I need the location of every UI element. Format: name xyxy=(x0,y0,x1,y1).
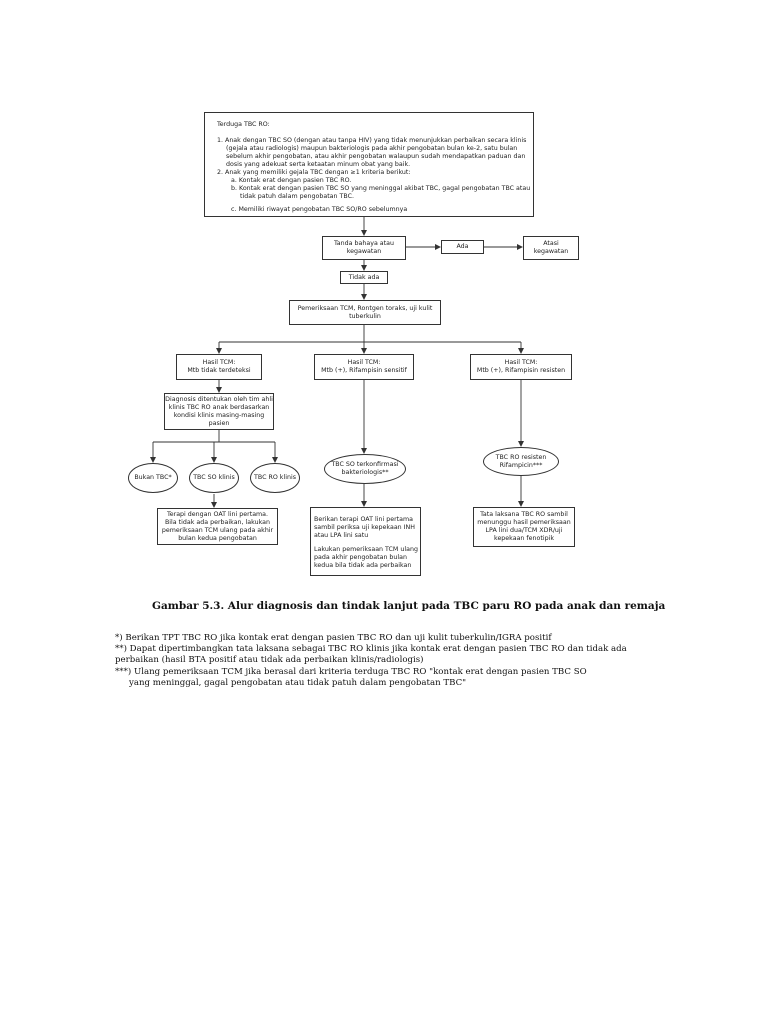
footnote-line: *) Berikan TPT TBC RO jika kontak erat d… xyxy=(115,633,552,643)
criteria-line: Terduga TBC RO: xyxy=(217,121,270,128)
oval-label: Rifampicin*** xyxy=(499,461,543,469)
therapy-line: Tata laksana TBC RO sambil xyxy=(480,511,568,518)
criteria-line xyxy=(217,129,533,137)
criteria-line: (gejala atau radiologis) maupun bakterio… xyxy=(226,145,518,152)
therapy-line: Terapi dengan OAT lini pertama. xyxy=(166,510,269,518)
result-line: Hasil TCM: xyxy=(202,359,236,366)
therapy-line: sambil periksa uji kepekaan INH xyxy=(314,524,415,531)
oval-tb-ro-clinical: TBC RO klinis xyxy=(250,463,300,493)
therapy-line: atau LPA lini satu xyxy=(314,532,369,539)
criteria-line: b. Kontak erat dengan pasien TBC SO yang… xyxy=(231,185,531,192)
diagnosis-line: kondisi klinis masing-masing xyxy=(173,411,265,419)
therapy-box-middle: Berikan terapi OAT lini pertama sambil p… xyxy=(310,507,421,576)
therapy-line: pada akhir pengobatan bulan xyxy=(314,554,408,561)
diagnosis-line: klinis TBC RO anak berdasarkan xyxy=(168,403,270,411)
diagnosis-line: pasien xyxy=(208,419,230,427)
tidak-ada-label: Tidak ada xyxy=(348,273,380,281)
result-line: Hasil TCM: xyxy=(347,359,381,366)
figure-caption: Gambar 5.3. Alur diagnosis dan tindak la… xyxy=(152,600,666,612)
diagnosis-line: Diagnosis ditentukan oleh tim ahli xyxy=(165,395,273,403)
result-line: Hasil TCM: xyxy=(504,359,538,366)
oval-label: Bukan TBC* xyxy=(134,474,172,481)
therapy-line: Lakukan pemeriksaan TCM ulang xyxy=(314,546,418,553)
oval-label: bakteriologis** xyxy=(341,469,389,476)
atasi-line: kegawatan xyxy=(533,248,569,255)
examination-box: Pemeriksaan TCM, Rontgen toraks, uji kul… xyxy=(289,300,441,325)
footnote-line: perbaikan (hasil BTA positif atau tidak … xyxy=(115,655,424,666)
criteria-line: 1. Anak dengan TBC SO (dengan atau tanpa… xyxy=(217,137,527,144)
oval-tb-ro-resistant: TBC RO resisten Rifampicin*** xyxy=(483,447,559,476)
oval-label: TBC SO terkonfirmasi xyxy=(331,461,399,468)
tidak-ada-box: Tidak ada xyxy=(340,271,388,284)
atasi-line: Atasi xyxy=(543,240,559,247)
ada-label: Ada xyxy=(456,243,469,250)
footnote-line: yang meninggal, gagal pengobatan atau ti… xyxy=(129,677,467,688)
criteria-box: Terduga TBC RO: 1. Anak dengan TBC SO (d… xyxy=(204,112,534,217)
criteria-line: dosis yang adekuat serta ketaatan minum … xyxy=(226,161,411,168)
diagnosis-box: Diagnosis ditentukan oleh tim ahli klini… xyxy=(164,393,274,430)
therapy-line: pemeriksaan TCM ulang pada akhir xyxy=(161,526,274,534)
oval-label: TBC RO resisten xyxy=(495,453,547,461)
criteria-line: sebelum akhir pengobatan, atau akhir pen… xyxy=(226,153,526,160)
danger-signs-box: Tanda bahaya atau kegawatan xyxy=(322,236,406,260)
oval-label: TBC RO klinis xyxy=(254,474,296,481)
therapy-box-left: Terapi dengan OAT lini pertama. Bila tid… xyxy=(157,508,278,545)
therapy-box-right: Tata laksana TBC RO sambil menunggu hasi… xyxy=(473,507,575,547)
examination-line: Pemeriksaan TCM, Rontgen toraks, uji kul… xyxy=(297,304,433,312)
therapy-line: kepekaan fenotipik xyxy=(494,535,554,542)
criteria-line: c. Memiliki riwayat pengobatan TBC SO/RO… xyxy=(231,206,408,213)
result-line: Mtb (+), Rifampisin resisten xyxy=(476,367,566,374)
result-box-rif-resistant: Hasil TCM: Mtb (+), Rifampisin resisten xyxy=(470,354,572,380)
therapy-line: kedua bila tidak ada perbaikan xyxy=(314,562,412,569)
ada-box: Ada xyxy=(441,240,484,254)
footnote-line: **) Dapat dipertimbangkan tata laksana s… xyxy=(115,644,627,655)
oval-not-tb: Bukan TBC* xyxy=(128,463,178,493)
therapy-line: Berikan terapi OAT lini pertama xyxy=(314,516,413,523)
atasi-box: Atasi kegawatan xyxy=(523,236,579,260)
oval-tb-so-clinical: TBC SO klinis xyxy=(189,463,239,493)
result-line: Mtb (+), Rifampisin sensitif xyxy=(321,367,407,374)
result-line: Mtb tidak terdeteksi xyxy=(187,367,251,374)
oval-label: TBC SO klinis xyxy=(193,474,235,481)
criteria-line: a. Kontak erat dengan pasien TBC RO. xyxy=(231,177,352,184)
danger-signs-line: Tanda bahaya atau xyxy=(334,240,394,247)
therapy-line: LPA lini dua/TCM XDR/uji xyxy=(485,527,563,534)
danger-signs-line: kegawatan xyxy=(346,248,382,255)
therapy-line: bulan kedua pengobatan xyxy=(178,534,257,542)
oval-tb-so-confirmed: TBC SO terkonfirmasi bakteriologis** xyxy=(324,454,406,484)
criteria-line: tidak patuh dalam pengobatan TBC. xyxy=(240,193,354,200)
therapy-line: menunggu hasil pemeriksaan xyxy=(477,519,571,526)
result-box-rif-sensitive: Hasil TCM: Mtb (+), Rifampisin sensitif xyxy=(314,354,414,380)
therapy-line: Bila tidak ada perbaikan, lakukan xyxy=(164,518,270,526)
footnotes: *) Berikan TPT TBC RO jika kontak erat d… xyxy=(115,633,627,689)
examination-line: tuberkulin xyxy=(349,312,381,320)
criteria-line: 2. Anak yang memiliki gejala TBC dengan … xyxy=(217,169,411,176)
footnote-line: ***) Ulang pemeriksaan TCM jika berasal … xyxy=(115,666,587,677)
result-box-not-detected: Hasil TCM: Mtb tidak terdeteksi xyxy=(176,354,262,380)
